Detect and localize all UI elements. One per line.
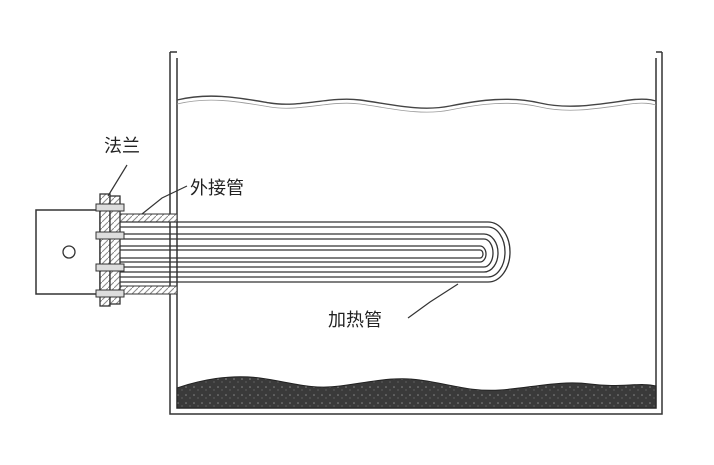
flange	[95, 193, 125, 307]
leader-flange	[107, 164, 128, 197]
label-outer-pipe: 外接管	[190, 178, 244, 199]
liquid-surface	[176, 95, 657, 109]
leader-outer-pipe	[141, 185, 188, 215]
heating-tubes	[120, 221, 511, 283]
junction-box	[35, 209, 101, 295]
leader-heating-tube	[407, 283, 459, 319]
label-flange: 法兰	[104, 136, 140, 157]
tank	[169, 51, 663, 415]
sediment	[176, 376, 657, 409]
liquid-surface-shadow	[176, 99, 657, 113]
label-heating-tube: 加热管	[328, 310, 382, 331]
